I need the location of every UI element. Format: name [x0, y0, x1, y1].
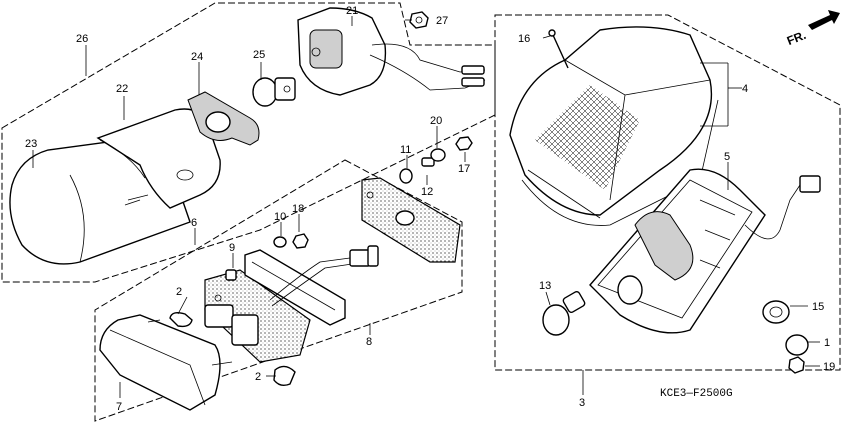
callout-2-bottom: 2	[255, 371, 261, 383]
callout-8: 8	[366, 336, 372, 348]
bulb-part-13	[542, 290, 586, 336]
callout-4: 4	[742, 83, 748, 95]
grommet-part-11	[399, 168, 413, 184]
clip-part-2-top	[169, 311, 193, 328]
washer-part-20	[430, 148, 446, 162]
callout-24: 24	[191, 51, 203, 63]
nut-part-1	[785, 334, 809, 356]
gasket-part-8	[244, 249, 346, 326]
group-26-outline	[1, 2, 496, 283]
front-label: FR.	[785, 28, 808, 48]
lens-part-7	[99, 314, 233, 411]
callout-13: 13	[539, 280, 551, 292]
callout-2-top: 2	[176, 286, 182, 298]
gasket-part-24	[187, 91, 260, 146]
callout-10: 10	[274, 211, 286, 223]
mounting-plate-top	[361, 177, 461, 263]
callout-20: 20	[430, 115, 442, 127]
grommet-part-15	[762, 300, 790, 324]
diagram-code: KCE3—F2500G	[660, 388, 733, 400]
callout-11: 11	[400, 144, 411, 156]
callout-1: 1	[824, 337, 830, 349]
callout-labels: 26 22 23 24 25 21 27 6 9 10 18 2 2 7 8 1…	[25, 5, 835, 413]
callout-12: 12	[421, 186, 433, 198]
socket-part-21	[297, 7, 486, 96]
front-direction-arrow-icon	[808, 10, 840, 30]
lens-part-4	[509, 26, 719, 226]
bulb-part-25	[252, 77, 296, 107]
callout-21: 21	[346, 5, 358, 17]
nut-part-17	[455, 136, 473, 151]
callout-5: 5	[724, 151, 730, 163]
callout-23: 23	[25, 138, 37, 150]
callout-9: 9	[229, 242, 235, 254]
callout-25: 25	[253, 49, 265, 61]
license-bracket-plate	[204, 269, 311, 363]
callout-15: 15	[812, 301, 824, 313]
nut-part-27	[409, 11, 429, 29]
callout-22: 22	[116, 83, 128, 95]
washer-part-10	[273, 236, 287, 248]
collar-part-12	[421, 157, 435, 167]
harness-connector	[269, 245, 379, 307]
callout-16: 16	[518, 33, 530, 45]
leader-lines	[32, 16, 820, 398]
callout-26: 26	[76, 33, 88, 45]
callout-17: 17	[458, 163, 470, 175]
group-3-outline	[494, 14, 841, 371]
clip-part-2-bottom	[273, 365, 296, 387]
nut-part-9	[225, 269, 237, 281]
callout-18: 18	[292, 203, 304, 215]
screw-part-16	[548, 29, 569, 69]
housing-part-5	[589, 168, 821, 334]
callout-7: 7	[116, 401, 122, 413]
nut-part-19	[788, 356, 805, 374]
callout-27: 27	[436, 15, 448, 27]
nut-part-18	[292, 233, 309, 249]
callout-6: 6	[191, 217, 197, 229]
callout-19: 19	[823, 361, 835, 373]
callout-3: 3	[579, 397, 585, 409]
